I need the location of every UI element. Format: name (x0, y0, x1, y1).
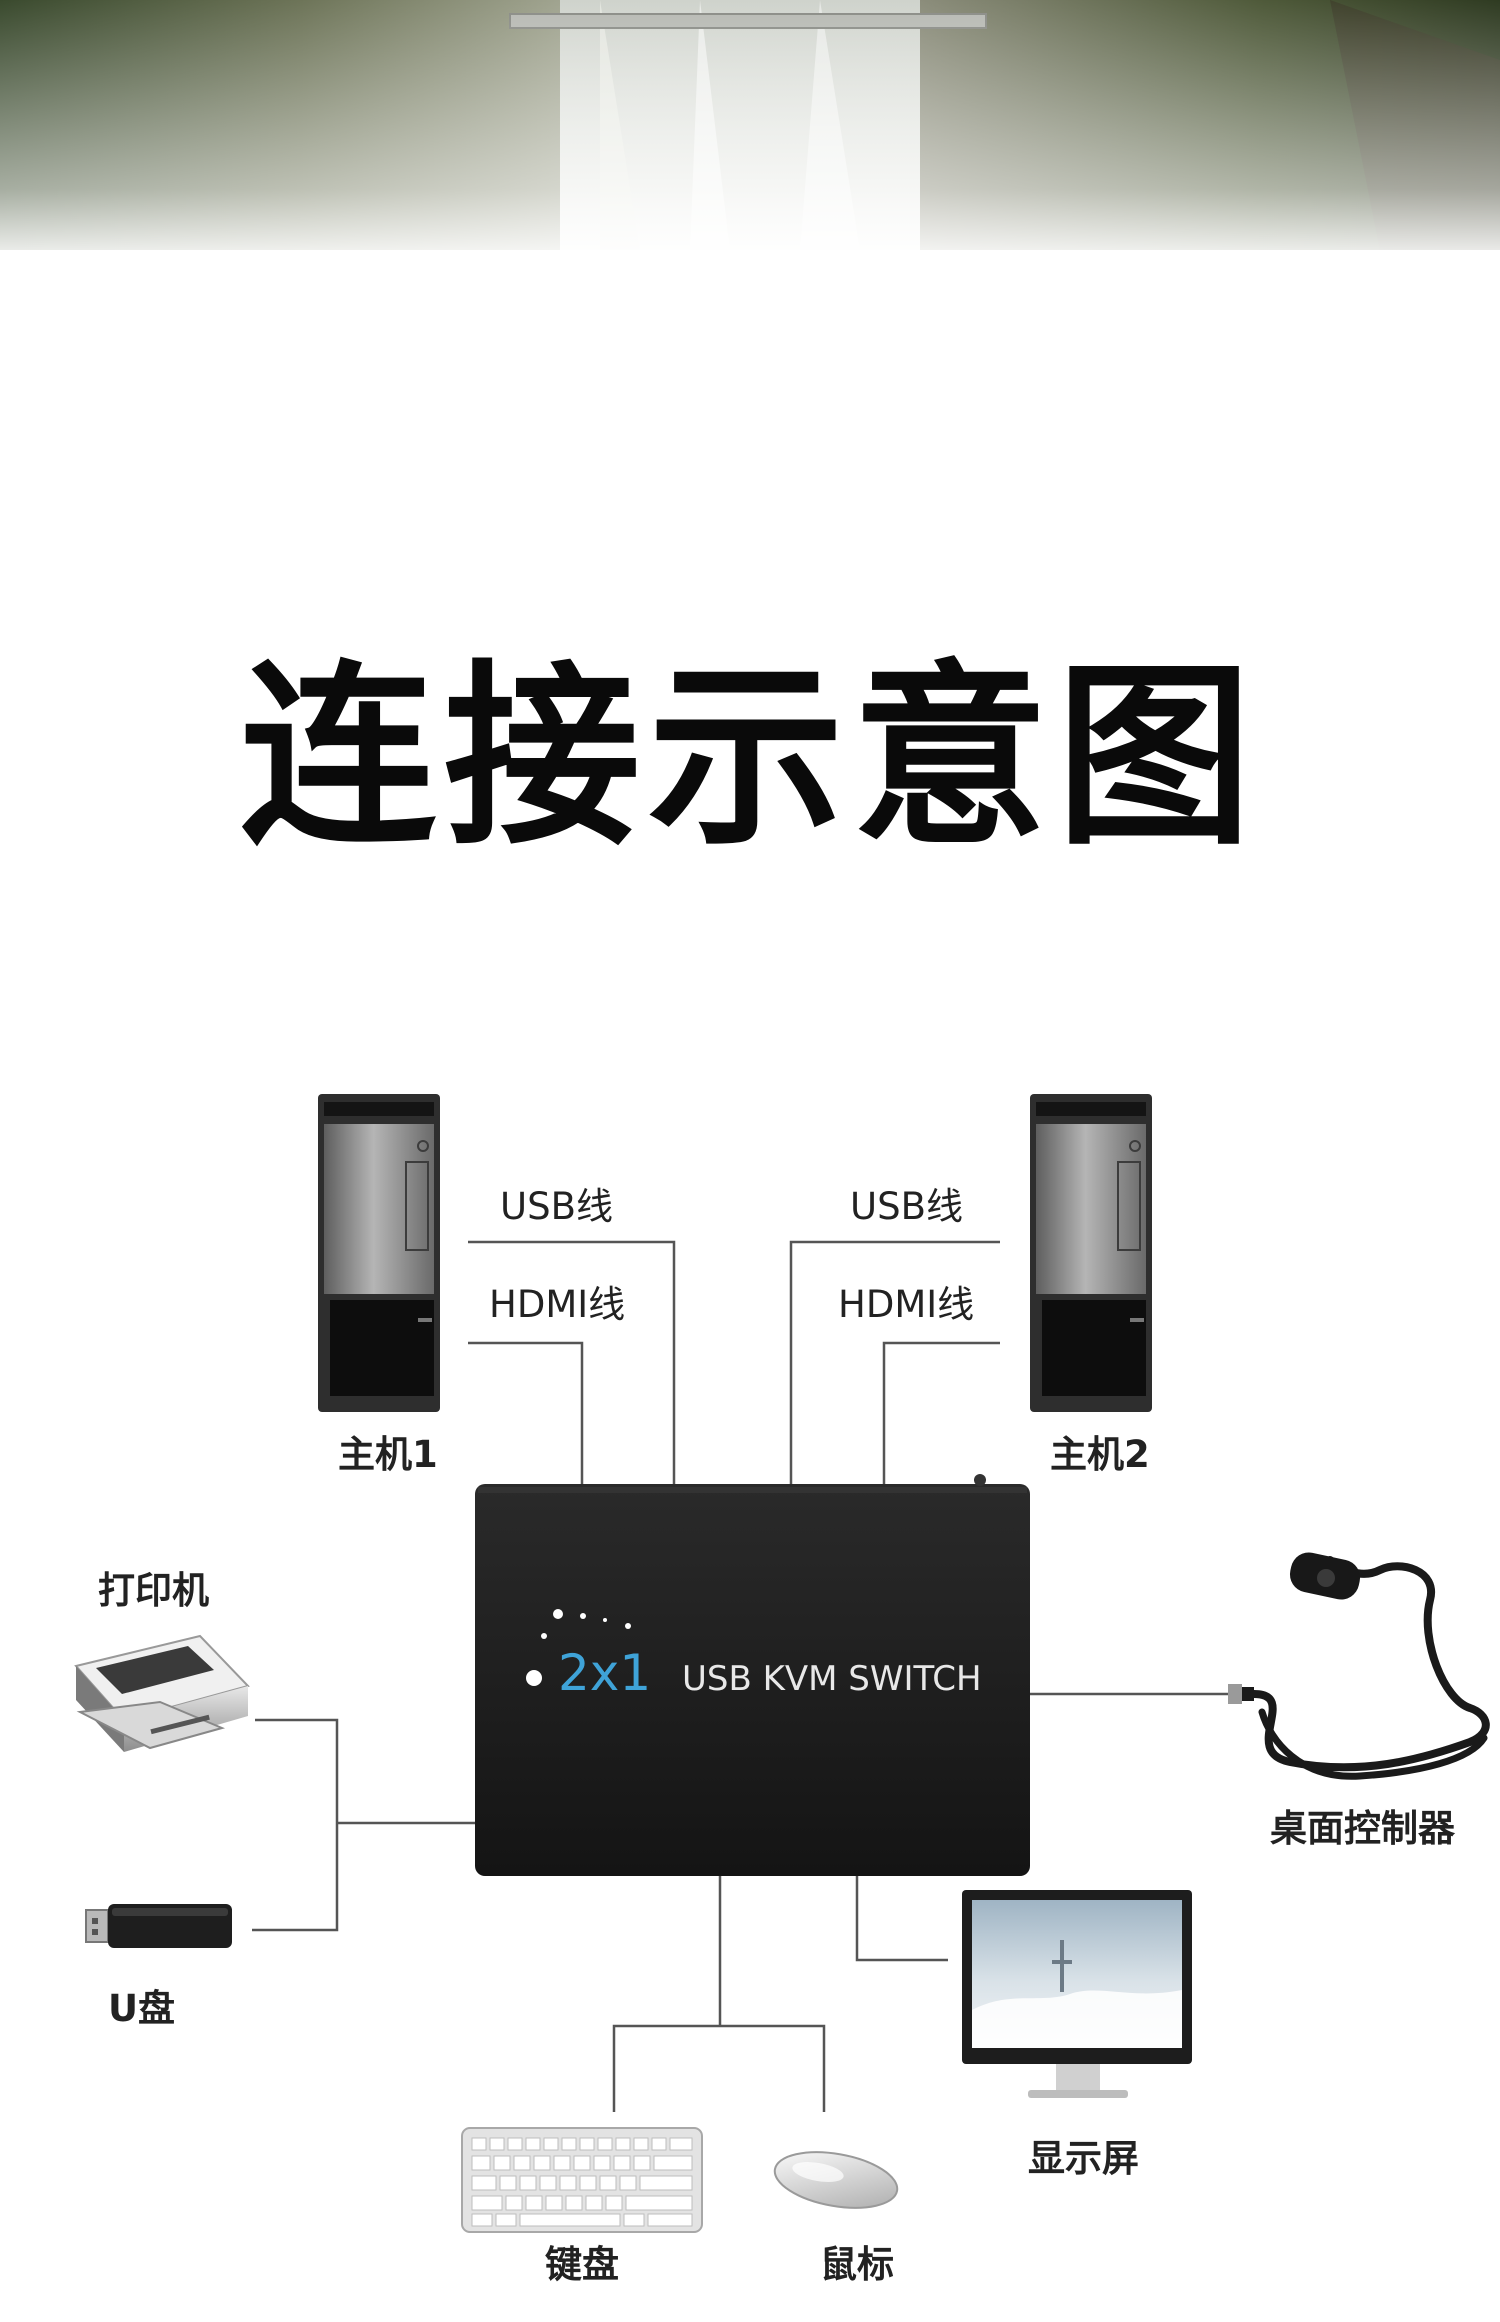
printer-label: 打印机 (98, 1569, 209, 1612)
mouse-label: 鼠标 (820, 2243, 894, 2286)
page-title: 连接示意图 (239, 644, 1260, 872)
host1-computer-icon (318, 1094, 440, 1412)
monitor-icon (962, 1890, 1192, 2098)
usb-cable-label-host1: USB线 (500, 1185, 613, 1228)
host2-label: 主机2 (1050, 1433, 1150, 1476)
host2-computer-icon (1030, 1094, 1152, 1412)
usb-line-host1 (468, 1240, 676, 1484)
status-led-dots (526, 1609, 631, 1686)
desktop-controller-icon (1228, 1552, 1490, 1780)
udisk-label: U盘 (108, 1987, 176, 2030)
keyboard-icon (461, 2127, 703, 2233)
kvm-switch-device: 2x1 USB KVM SWITCH (475, 1474, 1030, 1876)
usb-cable-label-host2: USB线 (850, 1185, 963, 1228)
desktop-controller-label: 桌面控制器 (1270, 1807, 1455, 1850)
hdmi-cable-label-host2: HDMI线 (838, 1283, 975, 1326)
hdmi-cable-label-host1: HDMI线 (489, 1283, 626, 1326)
device-name: USB KVM SWITCH (682, 1659, 982, 1699)
keyboard-mouse-line (612, 2024, 826, 2112)
printer-icon (74, 1634, 250, 1752)
waterfall-banner-image (0, 0, 1500, 420)
mouse-icon (773, 2151, 899, 2209)
monitor-label: 显示屏 (1028, 2137, 1139, 2180)
connection-lines (252, 1240, 1228, 2112)
hdmi-line-host1 (468, 1341, 584, 1484)
keyboard-label: 键盘 (545, 2243, 619, 2286)
printer-line (252, 1718, 339, 1932)
hero-banner (0, 0, 1500, 420)
monitor-line (855, 1876, 948, 1962)
usb-line-host2 (789, 1240, 1000, 1484)
hdmi-line-host2 (882, 1341, 1000, 1484)
usb-drive-icon (85, 1904, 232, 1948)
device-model: 2x1 (558, 1644, 651, 1702)
host1-label: 主机1 (338, 1433, 438, 1476)
